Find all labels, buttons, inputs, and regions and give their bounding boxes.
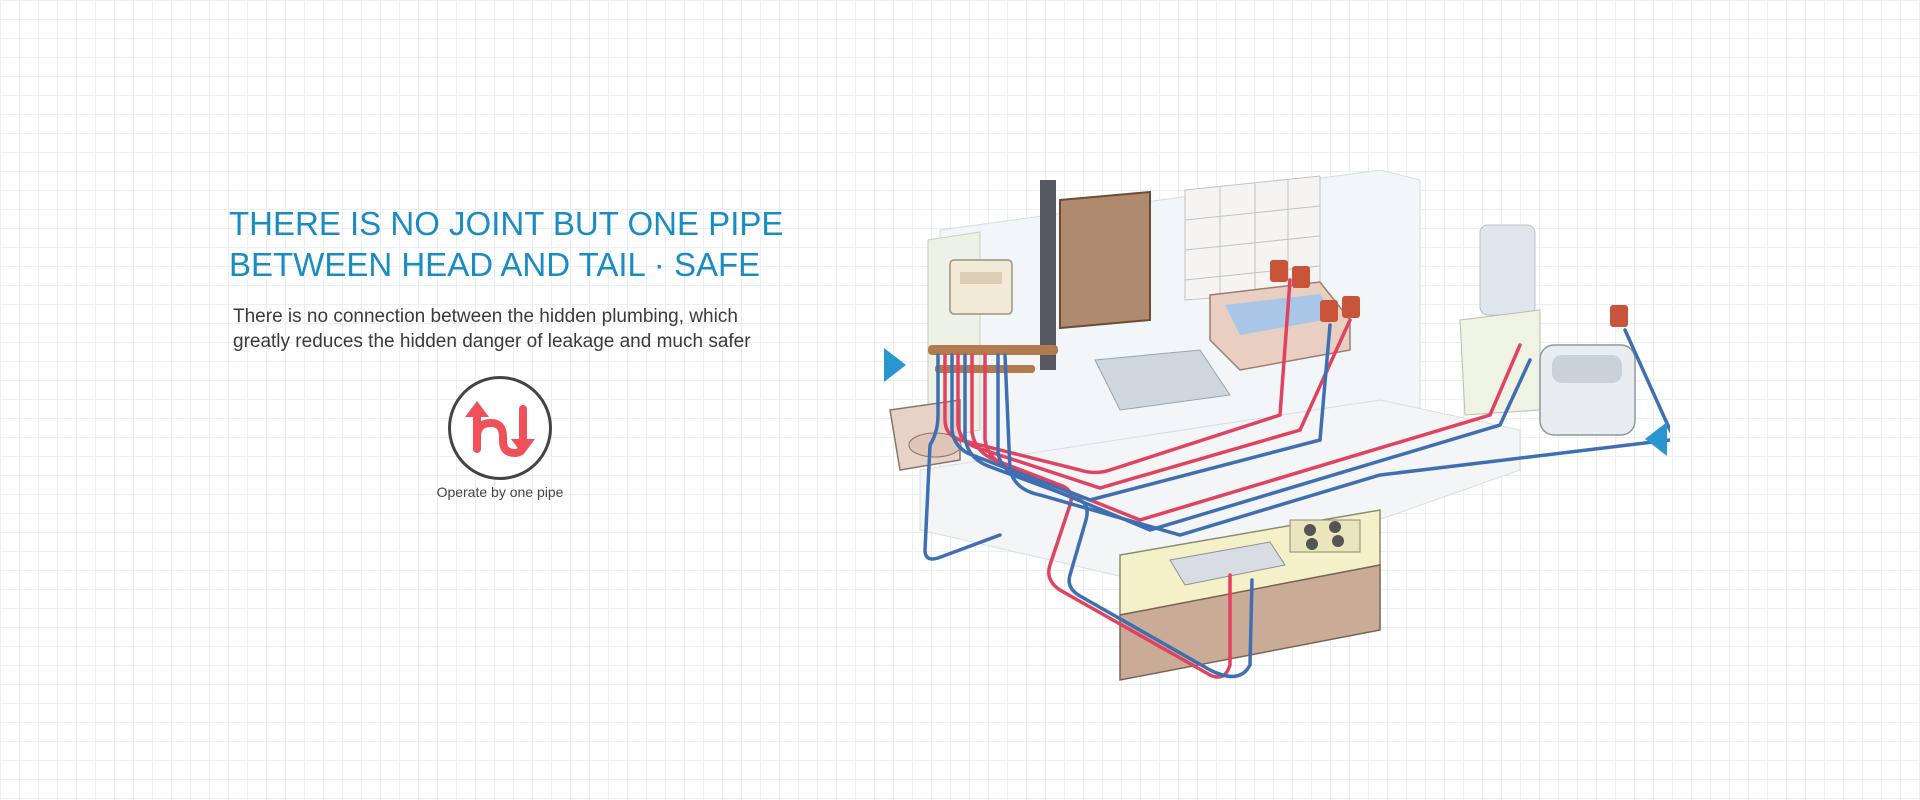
door <box>1059 190 1151 330</box>
toilet <box>889 399 962 471</box>
headline-line-2: BETWEEN HEAD AND TAIL · SAFE <box>229 246 761 283</box>
one-pipe-arrows-icon <box>465 401 535 458</box>
house-plumbing-illustration <box>889 170 1670 681</box>
description-line-2: greatly reduces the hidden danger of lea… <box>233 331 751 352</box>
wall-valves <box>1270 260 1628 327</box>
headline: THERE IS NO JOINT BUT ONE PIPE BETWEEN H… <box>229 203 869 285</box>
vent-pipe <box>1040 180 1056 370</box>
right-arrow-marker <box>1645 422 1667 456</box>
badge-label: Operate by one pipe <box>436 484 564 500</box>
manifold <box>928 345 1058 355</box>
description-line-1: There is no connection between the hidde… <box>233 306 738 327</box>
cold-water-pipes <box>923 323 1670 679</box>
water-heater <box>949 259 1013 315</box>
floor-tiles <box>1094 349 1231 411</box>
one-pipe-badge <box>448 376 552 480</box>
headline-line-1: THERE IS NO JOINT BUT ONE PIPE <box>229 205 784 242</box>
description: There is no connection between the hidde… <box>233 304 833 354</box>
mirror <box>1479 224 1536 316</box>
left-arrow-marker <box>884 348 906 382</box>
